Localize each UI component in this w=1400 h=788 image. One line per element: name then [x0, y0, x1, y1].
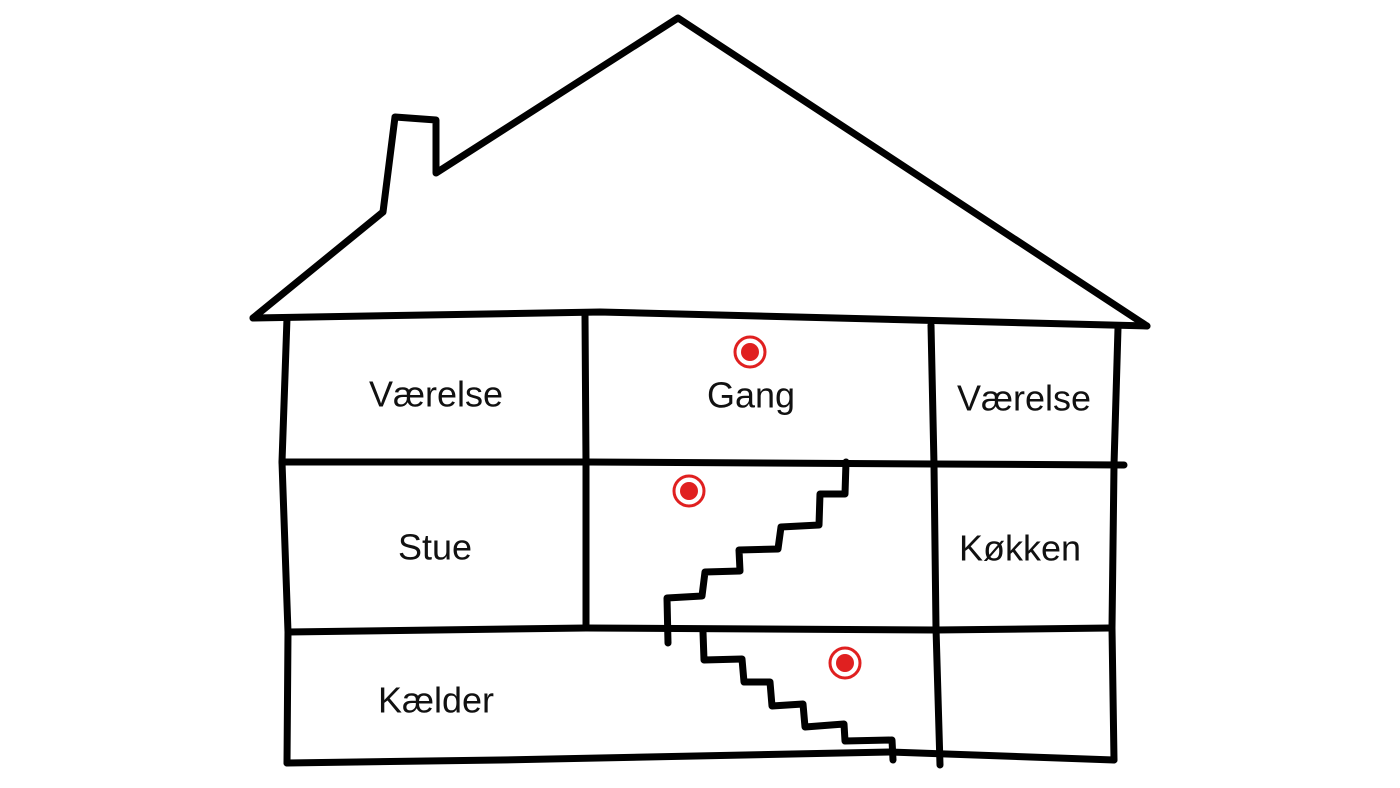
room-label-kokken: Køkken — [959, 528, 1081, 569]
wall-left-divider — [581, 311, 590, 632]
upper-floor-divider — [278, 458, 1128, 469]
floor-line — [283, 748, 1118, 767]
roof-outline — [249, 14, 1151, 330]
room-label-vaerelse-left: Værelse — [369, 374, 503, 415]
wall-right-divider-upper — [927, 321, 940, 632]
room-label-stue: Stue — [398, 527, 472, 568]
smoke-detector-marker-icon — [828, 646, 862, 680]
smoke-detector-marker-icon — [733, 335, 767, 369]
wall-right-divider-lower — [932, 624, 944, 769]
staircase-main — [663, 458, 850, 647]
lower-floor-divider — [284, 624, 1114, 636]
staircase-basement — [699, 628, 897, 764]
right-wall — [1108, 324, 1122, 764]
room-label-kaelder: Kælder — [378, 680, 494, 721]
smoke-detector-marker-icon — [672, 474, 706, 508]
roof-eave — [249, 308, 1151, 330]
room-label-gang: Gang — [707, 375, 795, 416]
room-label-vaerelse-right: Værelse — [957, 378, 1091, 419]
left-wall — [278, 314, 292, 767]
